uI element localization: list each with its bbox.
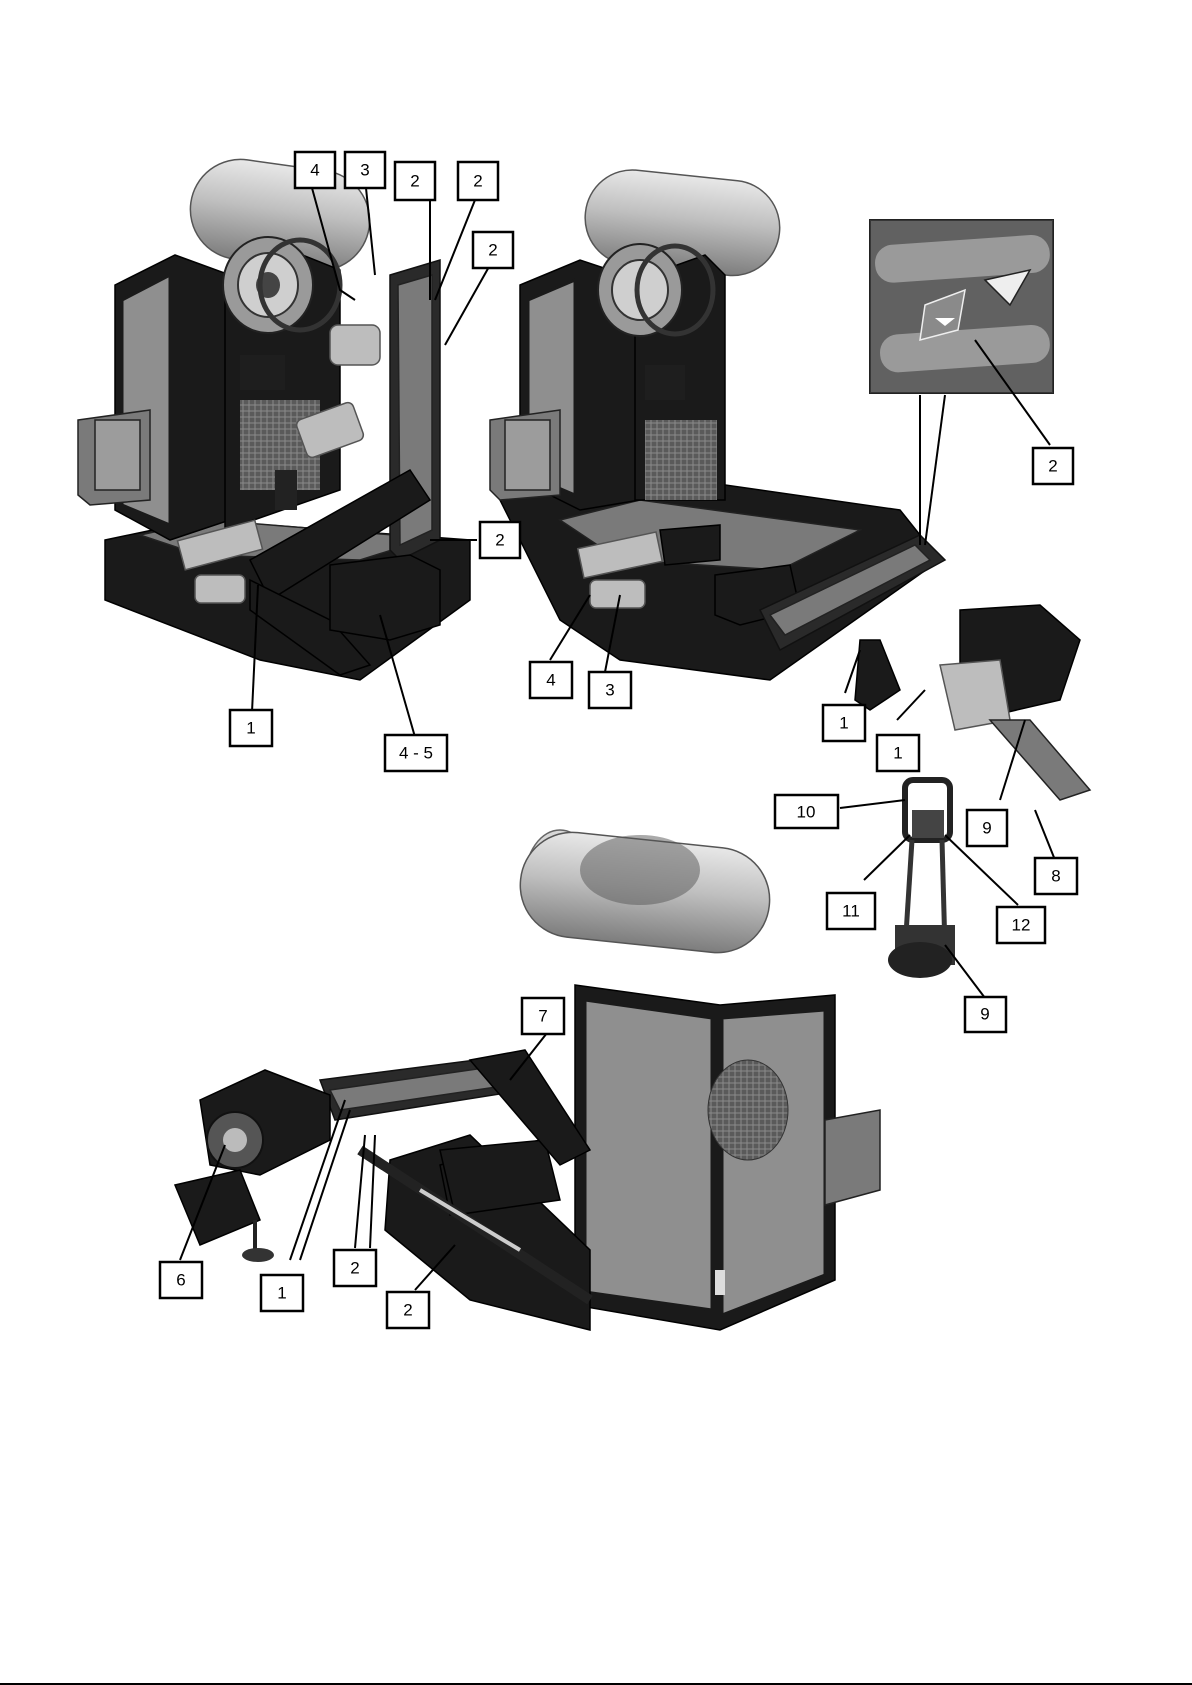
svg-text:10: 10 xyxy=(797,803,816,822)
svg-text:4: 4 xyxy=(310,161,319,180)
svg-text:2: 2 xyxy=(495,531,504,550)
callout-tr-11: 11 xyxy=(827,893,875,929)
svg-text:3: 3 xyxy=(360,161,369,180)
callout-tl-1: 1 xyxy=(230,710,272,746)
svg-text:2: 2 xyxy=(473,172,482,191)
svg-text:4 - 5: 4 - 5 xyxy=(399,744,433,763)
callout-tr-1a: 1 xyxy=(823,705,865,741)
svg-text:1: 1 xyxy=(277,1284,286,1303)
hand-trolley xyxy=(888,780,955,978)
svg-text:1: 1 xyxy=(893,744,902,763)
callout-b-2a: 2 xyxy=(334,1250,376,1286)
machine-view-bottom xyxy=(175,827,880,1330)
callout-b-1: 1 xyxy=(261,1275,303,1311)
svg-text:2: 2 xyxy=(403,1301,412,1320)
callout-tr-4: 4 xyxy=(530,662,572,698)
svg-text:12: 12 xyxy=(1012,916,1031,935)
callout-tr-10: 10 xyxy=(775,795,838,828)
callout-tl-4-5: 4 - 5 xyxy=(385,735,447,771)
callout-tl-2d: 2 xyxy=(480,522,520,558)
callout-b-6: 6 xyxy=(160,1262,202,1298)
callout-tl-2b: 2 xyxy=(458,162,498,200)
svg-text:2: 2 xyxy=(410,172,419,191)
svg-text:9: 9 xyxy=(982,819,991,838)
svg-text:1: 1 xyxy=(246,719,255,738)
svg-text:2: 2 xyxy=(488,241,497,260)
callout-tr-1b: 1 xyxy=(877,735,919,771)
callout-b-7: 7 xyxy=(522,998,564,1034)
svg-text:11: 11 xyxy=(842,902,860,921)
callout-tl-2c: 2 xyxy=(473,232,513,268)
callout-tr-9b: 9 xyxy=(965,997,1006,1032)
svg-text:6: 6 xyxy=(176,1271,185,1290)
svg-text:3: 3 xyxy=(605,681,614,700)
callout-tr-3: 3 xyxy=(589,672,631,708)
machine-view-top-left xyxy=(78,153,470,680)
svg-text:2: 2 xyxy=(1048,457,1057,476)
callout-tr-9a: 9 xyxy=(967,810,1007,846)
svg-text:2: 2 xyxy=(350,1259,359,1278)
callout-tr-2: 2 xyxy=(1033,448,1073,484)
svg-text:7: 7 xyxy=(538,1007,547,1026)
callout-tl-4: 4 xyxy=(295,152,335,188)
svg-text:8: 8 xyxy=(1051,867,1060,886)
callout-tl-2a: 2 xyxy=(395,162,435,200)
callout-b-2b: 2 xyxy=(387,1292,429,1328)
callout-tr-12: 12 xyxy=(997,907,1045,943)
svg-text:1: 1 xyxy=(839,714,848,733)
svg-text:4: 4 xyxy=(546,671,555,690)
callout-tr-8: 8 xyxy=(1035,858,1077,894)
svg-text:9: 9 xyxy=(980,1005,989,1024)
callout-tl-3: 3 xyxy=(345,152,385,188)
air-tank xyxy=(515,827,775,958)
warning-label-inset xyxy=(870,220,1053,393)
